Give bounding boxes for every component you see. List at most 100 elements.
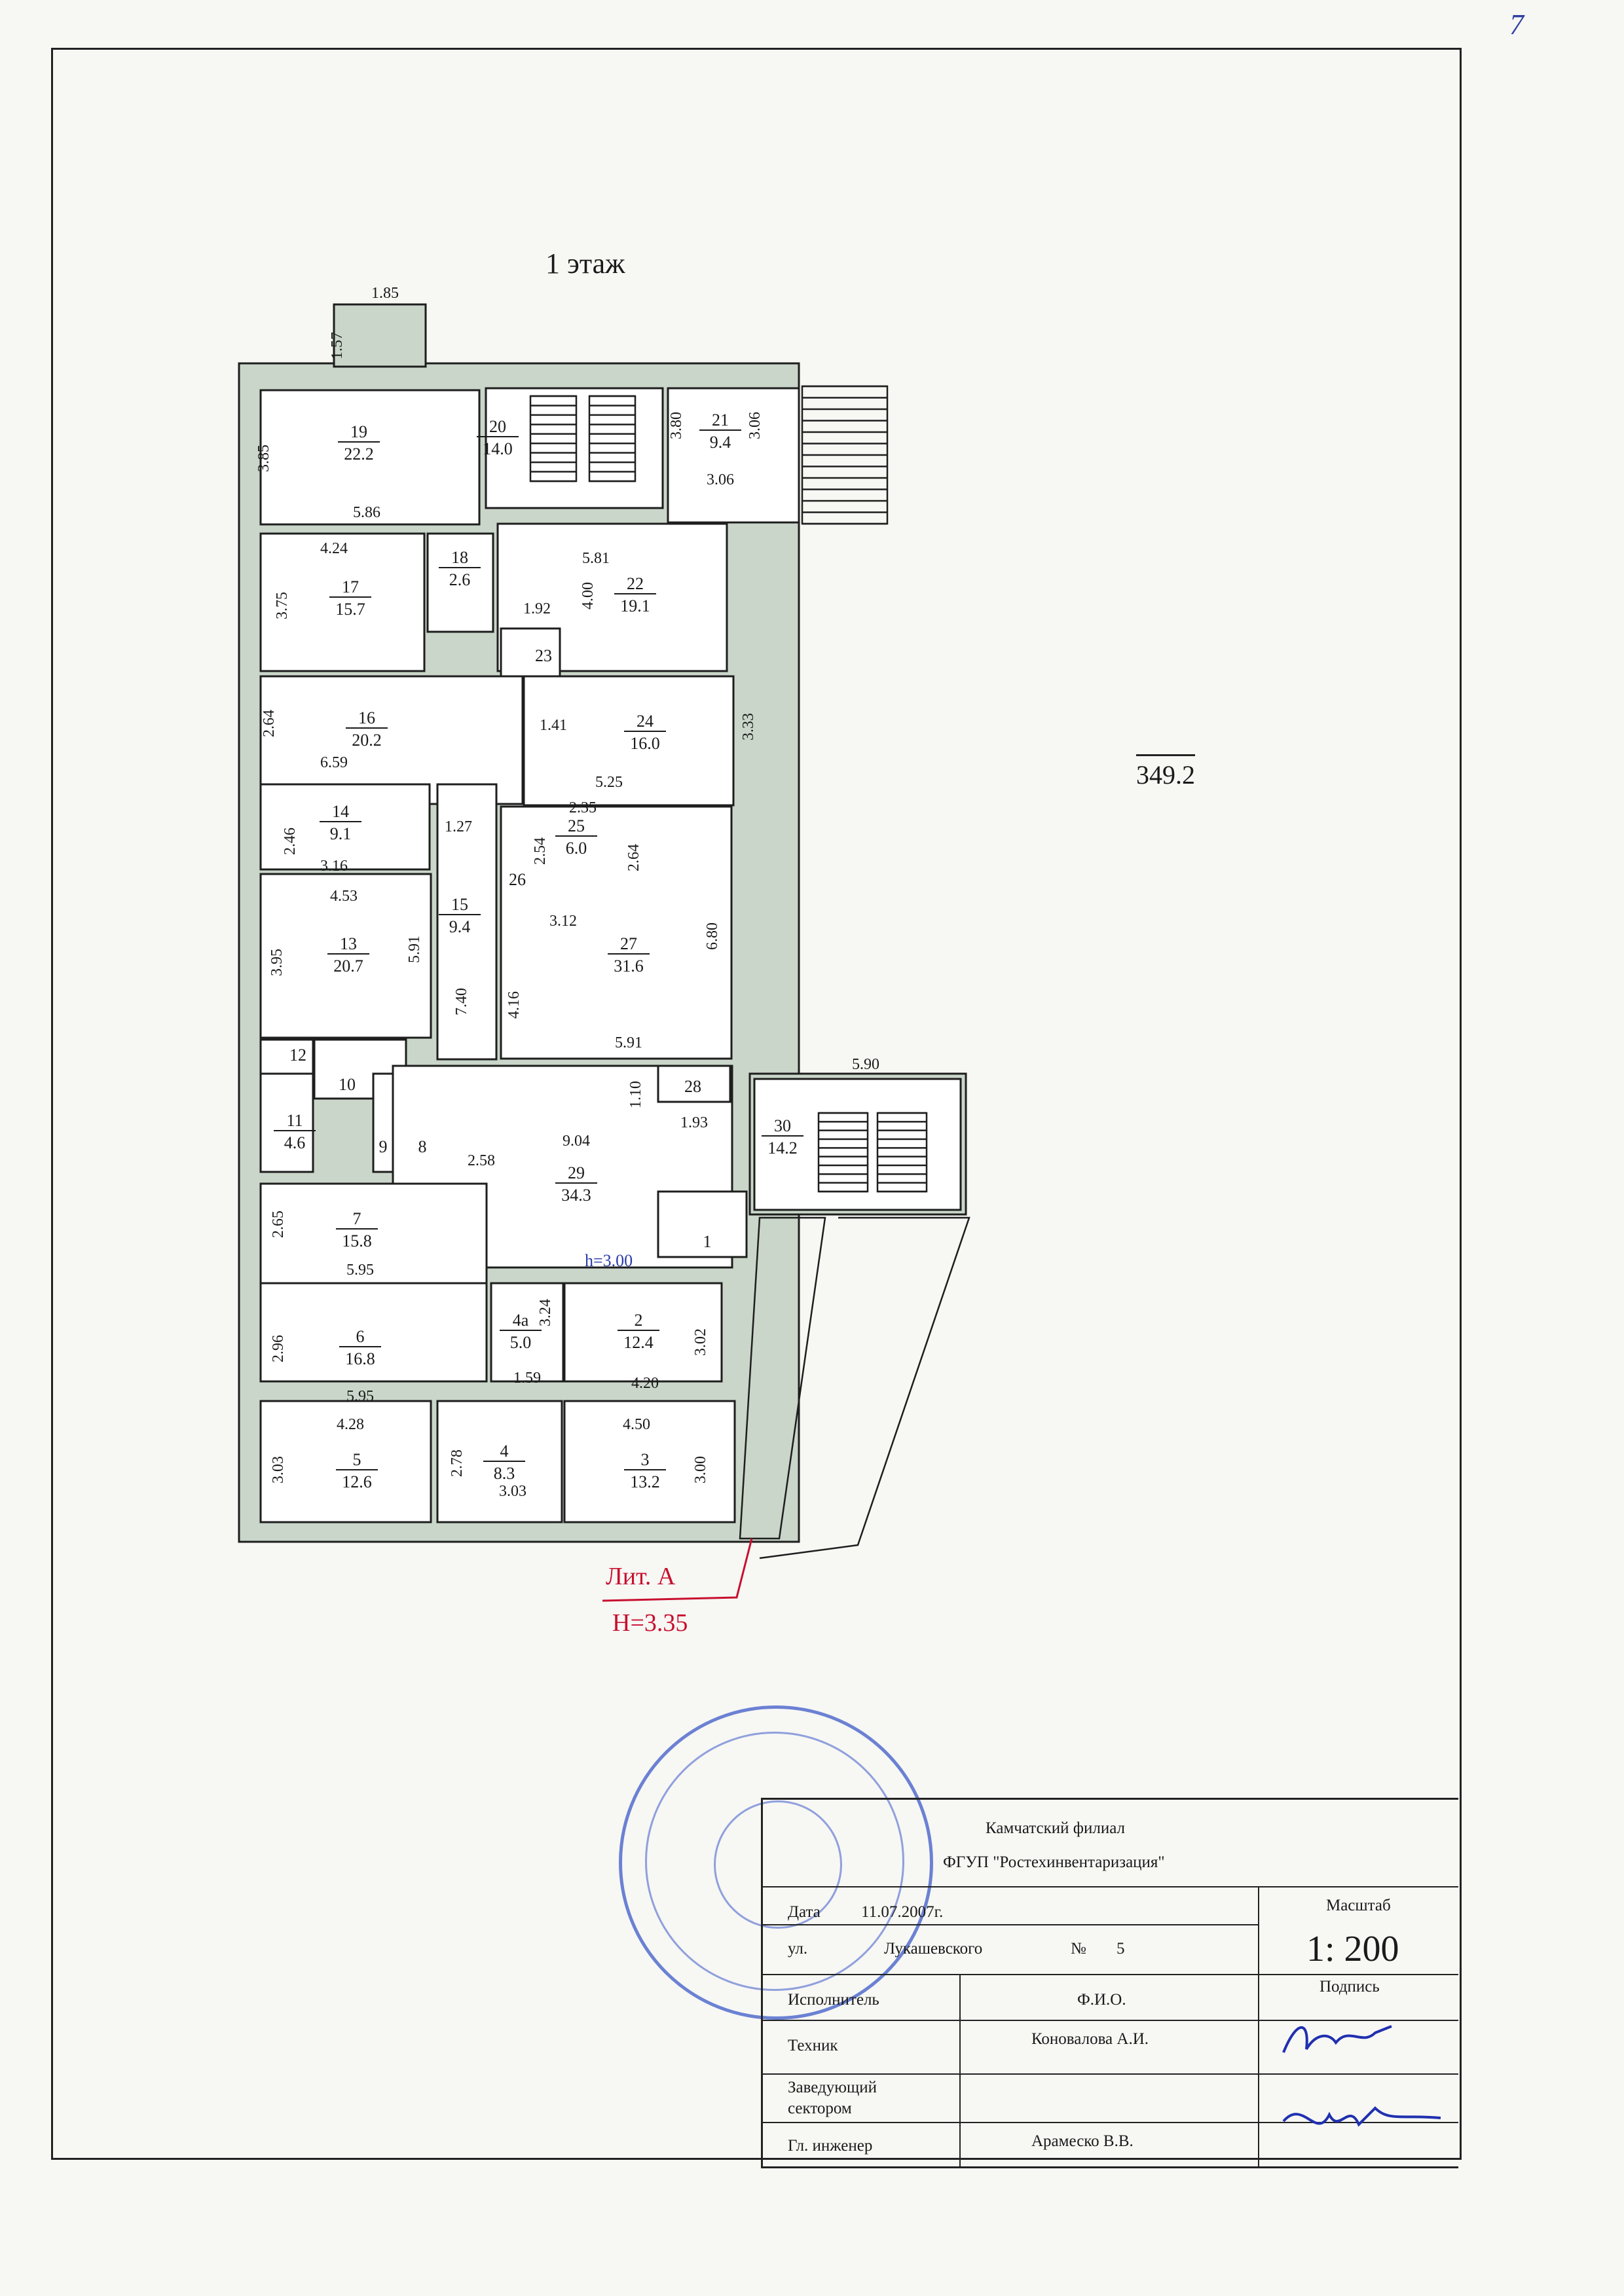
- room-number: 8: [418, 1137, 427, 1156]
- dimension-label: 2.58: [468, 1152, 495, 1169]
- room-number: 16: [358, 708, 375, 727]
- room-labels: 1922.22014.0219.4182.61715.72219.1231620…: [274, 410, 803, 1491]
- room-label: 313.2: [624, 1450, 666, 1491]
- room-number: 15: [451, 895, 468, 914]
- stair-20-left: [529, 395, 578, 483]
- dimension-label: 7.40: [453, 988, 470, 1015]
- room-number: 10: [339, 1075, 356, 1094]
- technician-role: Техник: [788, 2037, 838, 2054]
- dimension-label: 4.24: [320, 540, 348, 557]
- room-area: 14.0: [483, 439, 513, 458]
- lit-label: Лит. А: [606, 1563, 676, 1590]
- room-label: 20 14.0: [477, 417, 519, 458]
- room-number: 30: [774, 1116, 791, 1135]
- dimension-label: 5.25: [595, 774, 623, 791]
- dimension-label: 5.91: [406, 936, 423, 963]
- room-number: 1: [703, 1232, 712, 1251]
- number-value: 5: [1116, 1940, 1125, 1958]
- room-number: 4а: [513, 1311, 529, 1330]
- street-label: ул.: [788, 1940, 808, 1958]
- sheet-number-mark: 7: [1509, 9, 1524, 41]
- chief-engineer-name: Арамеско В.В.: [1031, 2132, 1134, 2150]
- room-outline-17: [259, 532, 426, 672]
- dimension-label: 5.95: [346, 1262, 374, 1279]
- room-number: 20: [489, 417, 506, 436]
- room-area: 20.2: [352, 731, 382, 750]
- room-area: 15.8: [342, 1231, 372, 1250]
- room-area: 9.4: [710, 433, 731, 452]
- dimension-label: 2.65: [270, 1211, 287, 1238]
- lit-leader-line: [602, 1538, 753, 1602]
- scale-value: 1: 200: [1306, 1929, 1399, 1969]
- organization-stamp: [619, 1705, 933, 2020]
- walls: [238, 303, 967, 1543]
- room-label: 28: [684, 1077, 701, 1096]
- room-label: 219.4: [699, 410, 741, 452]
- room-label: 182.6: [439, 548, 481, 589]
- room-area: 6.0: [566, 839, 587, 858]
- room-outline-11: [259, 1072, 314, 1173]
- dimension-label: 2.78: [449, 1449, 466, 1477]
- room-number: 3: [641, 1450, 650, 1469]
- room-outline-6: [259, 1282, 488, 1383]
- room-outline-4а: [490, 1282, 564, 1383]
- room-number: 25: [568, 816, 585, 835]
- dimension-label: 5.91: [615, 1034, 642, 1051]
- room-number: 23: [535, 646, 552, 665]
- dimension-label: 1.59: [513, 1370, 541, 1387]
- dimension-label: 5.86: [353, 504, 380, 521]
- inner-height-label: h=3.00: [585, 1251, 633, 1270]
- room-label: 16 20.2: [346, 708, 388, 750]
- dimension-label: 4.50: [623, 1416, 650, 1433]
- room-area: 34.3: [561, 1186, 591, 1205]
- room-label: 616.8: [339, 1327, 381, 1368]
- sector-head-role-line2: сектором: [788, 2100, 852, 2117]
- room-area: 12.6: [342, 1472, 372, 1491]
- room-outline-14: [259, 783, 431, 871]
- dimension-label: 2.35: [569, 799, 597, 816]
- room-label: 114.6: [274, 1111, 316, 1152]
- dimension-label: 3.02: [692, 1328, 709, 1356]
- chief-engineer-signature: [1282, 2106, 1441, 2127]
- room-area: 19.1: [620, 596, 650, 615]
- room-number: 9: [379, 1137, 388, 1156]
- dimension-label: 3.00: [692, 1456, 709, 1484]
- room-area: 16.0: [630, 734, 660, 753]
- room-label: 26: [509, 870, 526, 889]
- dimension-label: 3.95: [268, 949, 286, 976]
- dimension-label: 3.24: [537, 1299, 554, 1326]
- room-area: 4.6: [284, 1133, 306, 1152]
- room-area: 2.6: [449, 570, 471, 589]
- performer-header: Исполнитель: [788, 1991, 879, 2009]
- room-area: 20.7: [333, 957, 363, 975]
- dimension-label: 1.27: [445, 818, 472, 835]
- dimension-label: 1.57: [329, 332, 346, 359]
- room-label: 256.0: [555, 816, 597, 858]
- dimension-label: 3.12: [549, 913, 577, 930]
- room-outline-20: [485, 387, 664, 509]
- org-line-2: ФГУП "Ростехинвентаризация": [943, 1853, 1165, 1871]
- room-number: 26: [509, 870, 526, 889]
- signature-header: Подпись: [1320, 1978, 1380, 1995]
- date-value: 11.07.2007г.: [861, 1903, 944, 1921]
- dimension-label: 4.00: [580, 582, 597, 610]
- room-label: 23: [535, 646, 552, 665]
- room-number: 24: [637, 712, 654, 731]
- room-number: 5: [353, 1450, 361, 1469]
- dimension-label: 1.93: [680, 1114, 708, 1131]
- dimension-label: 4.28: [337, 1416, 364, 1433]
- room-area: 14.2: [767, 1139, 798, 1157]
- room-label: 9: [379, 1137, 388, 1156]
- stair-30-right: [876, 1112, 928, 1193]
- room-outline-19: [259, 389, 481, 526]
- room-number: 18: [451, 548, 468, 567]
- room-number: 29: [568, 1163, 585, 1182]
- room-area: 22.2: [344, 445, 374, 464]
- dimension-label: 5.95: [346, 1388, 374, 1405]
- dimension-label: 2.96: [270, 1335, 287, 1362]
- dimension-label: 3.85: [255, 445, 272, 472]
- dimension-label: 3.06: [747, 412, 764, 439]
- ramp-outline: [739, 1216, 826, 1540]
